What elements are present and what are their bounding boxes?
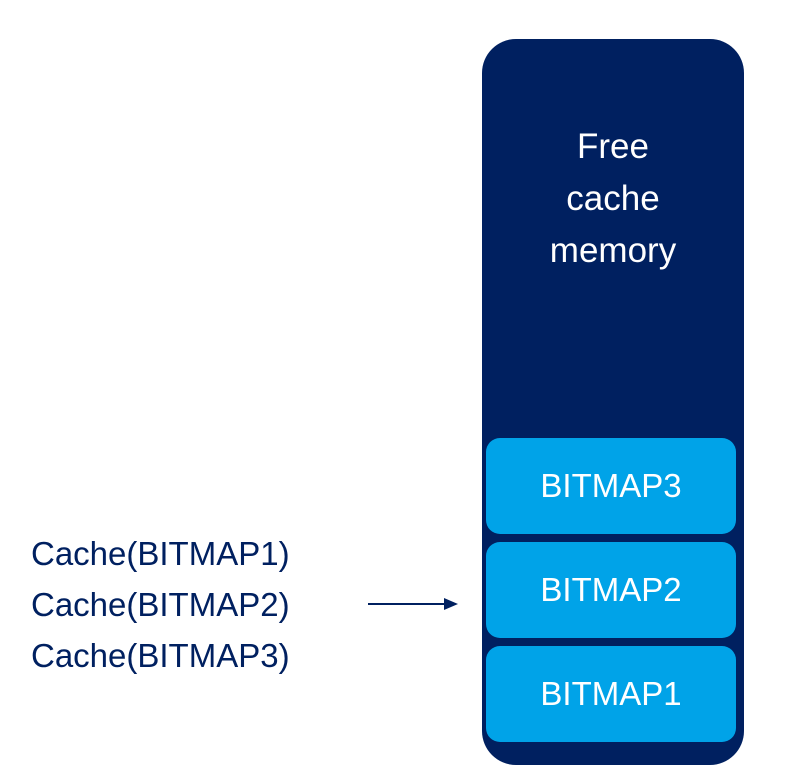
free-cache-memory-label: Free cache memory [549, 127, 677, 270]
cache-calls-list: Cache(BITMAP1) Cache(BITMAP2) Cache(BITM… [31, 528, 290, 681]
bitmap1-label: BITMAP1 [540, 675, 682, 712]
cache-memory-container: Free cache memory BITMAP3 BITMAP2 BITMAP… [482, 39, 744, 765]
cache-call-1: Cache(BITMAP1) [31, 535, 290, 572]
bitmap3-label: BITMAP3 [540, 467, 682, 504]
bitmap1-block: BITMAP1 [486, 646, 736, 742]
bitmap3-block: BITMAP3 [486, 438, 736, 534]
arrow-right-icon [368, 598, 458, 610]
cache-call-3: Cache(BITMAP3) [31, 637, 290, 674]
bitmap2-label: BITMAP2 [540, 571, 682, 608]
cache-call-2: Cache(BITMAP2) [31, 586, 290, 623]
bitmap2-block: BITMAP2 [486, 542, 736, 638]
